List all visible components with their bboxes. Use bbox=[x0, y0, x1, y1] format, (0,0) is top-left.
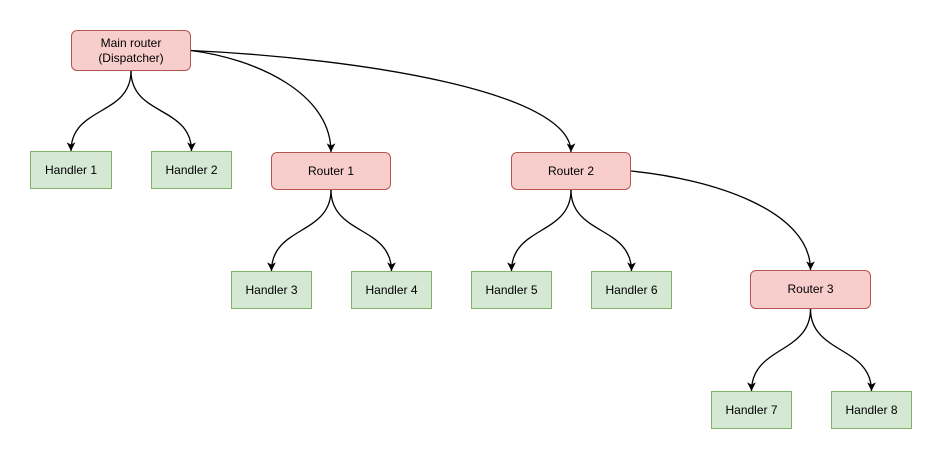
edge-main-router-to-handler-1 bbox=[66, 70, 132, 152]
edge-router-3-to-handler-7 bbox=[747, 308, 812, 392]
node-handler-6: Handler 6 bbox=[591, 271, 672, 309]
node-handler-3: Handler 3 bbox=[231, 271, 312, 309]
node-main-router: Main router (Dispatcher) bbox=[71, 30, 191, 71]
edge-main-router-to-router-2 bbox=[190, 49, 576, 153]
edge-router-2-to-router-3 bbox=[630, 170, 815, 271]
edge-router-3-to-handler-8 bbox=[809, 308, 876, 392]
edge-router-1-to-handler-3 bbox=[267, 189, 332, 272]
edge-router-2-to-handler-5 bbox=[507, 189, 572, 272]
edge-main-router-to-handler-2 bbox=[130, 70, 196, 152]
edge-router-2-to-handler-6 bbox=[570, 189, 636, 272]
node-handler-7: Handler 7 bbox=[711, 391, 792, 429]
node-handler-2: Handler 2 bbox=[151, 151, 232, 189]
node-handler-1: Handler 1 bbox=[30, 151, 112, 189]
node-router-2: Router 2 bbox=[511, 152, 631, 190]
edge-group bbox=[66, 49, 876, 392]
node-router-1: Router 1 bbox=[271, 152, 391, 190]
node-handler-8: Handler 8 bbox=[831, 391, 912, 429]
node-handler-5: Handler 5 bbox=[471, 271, 552, 309]
edge-router-1-to-handler-4 bbox=[330, 189, 396, 272]
edge-main-router-to-router-1 bbox=[190, 49, 336, 153]
node-handler-4: Handler 4 bbox=[351, 271, 432, 309]
node-router-3: Router 3 bbox=[750, 270, 871, 309]
